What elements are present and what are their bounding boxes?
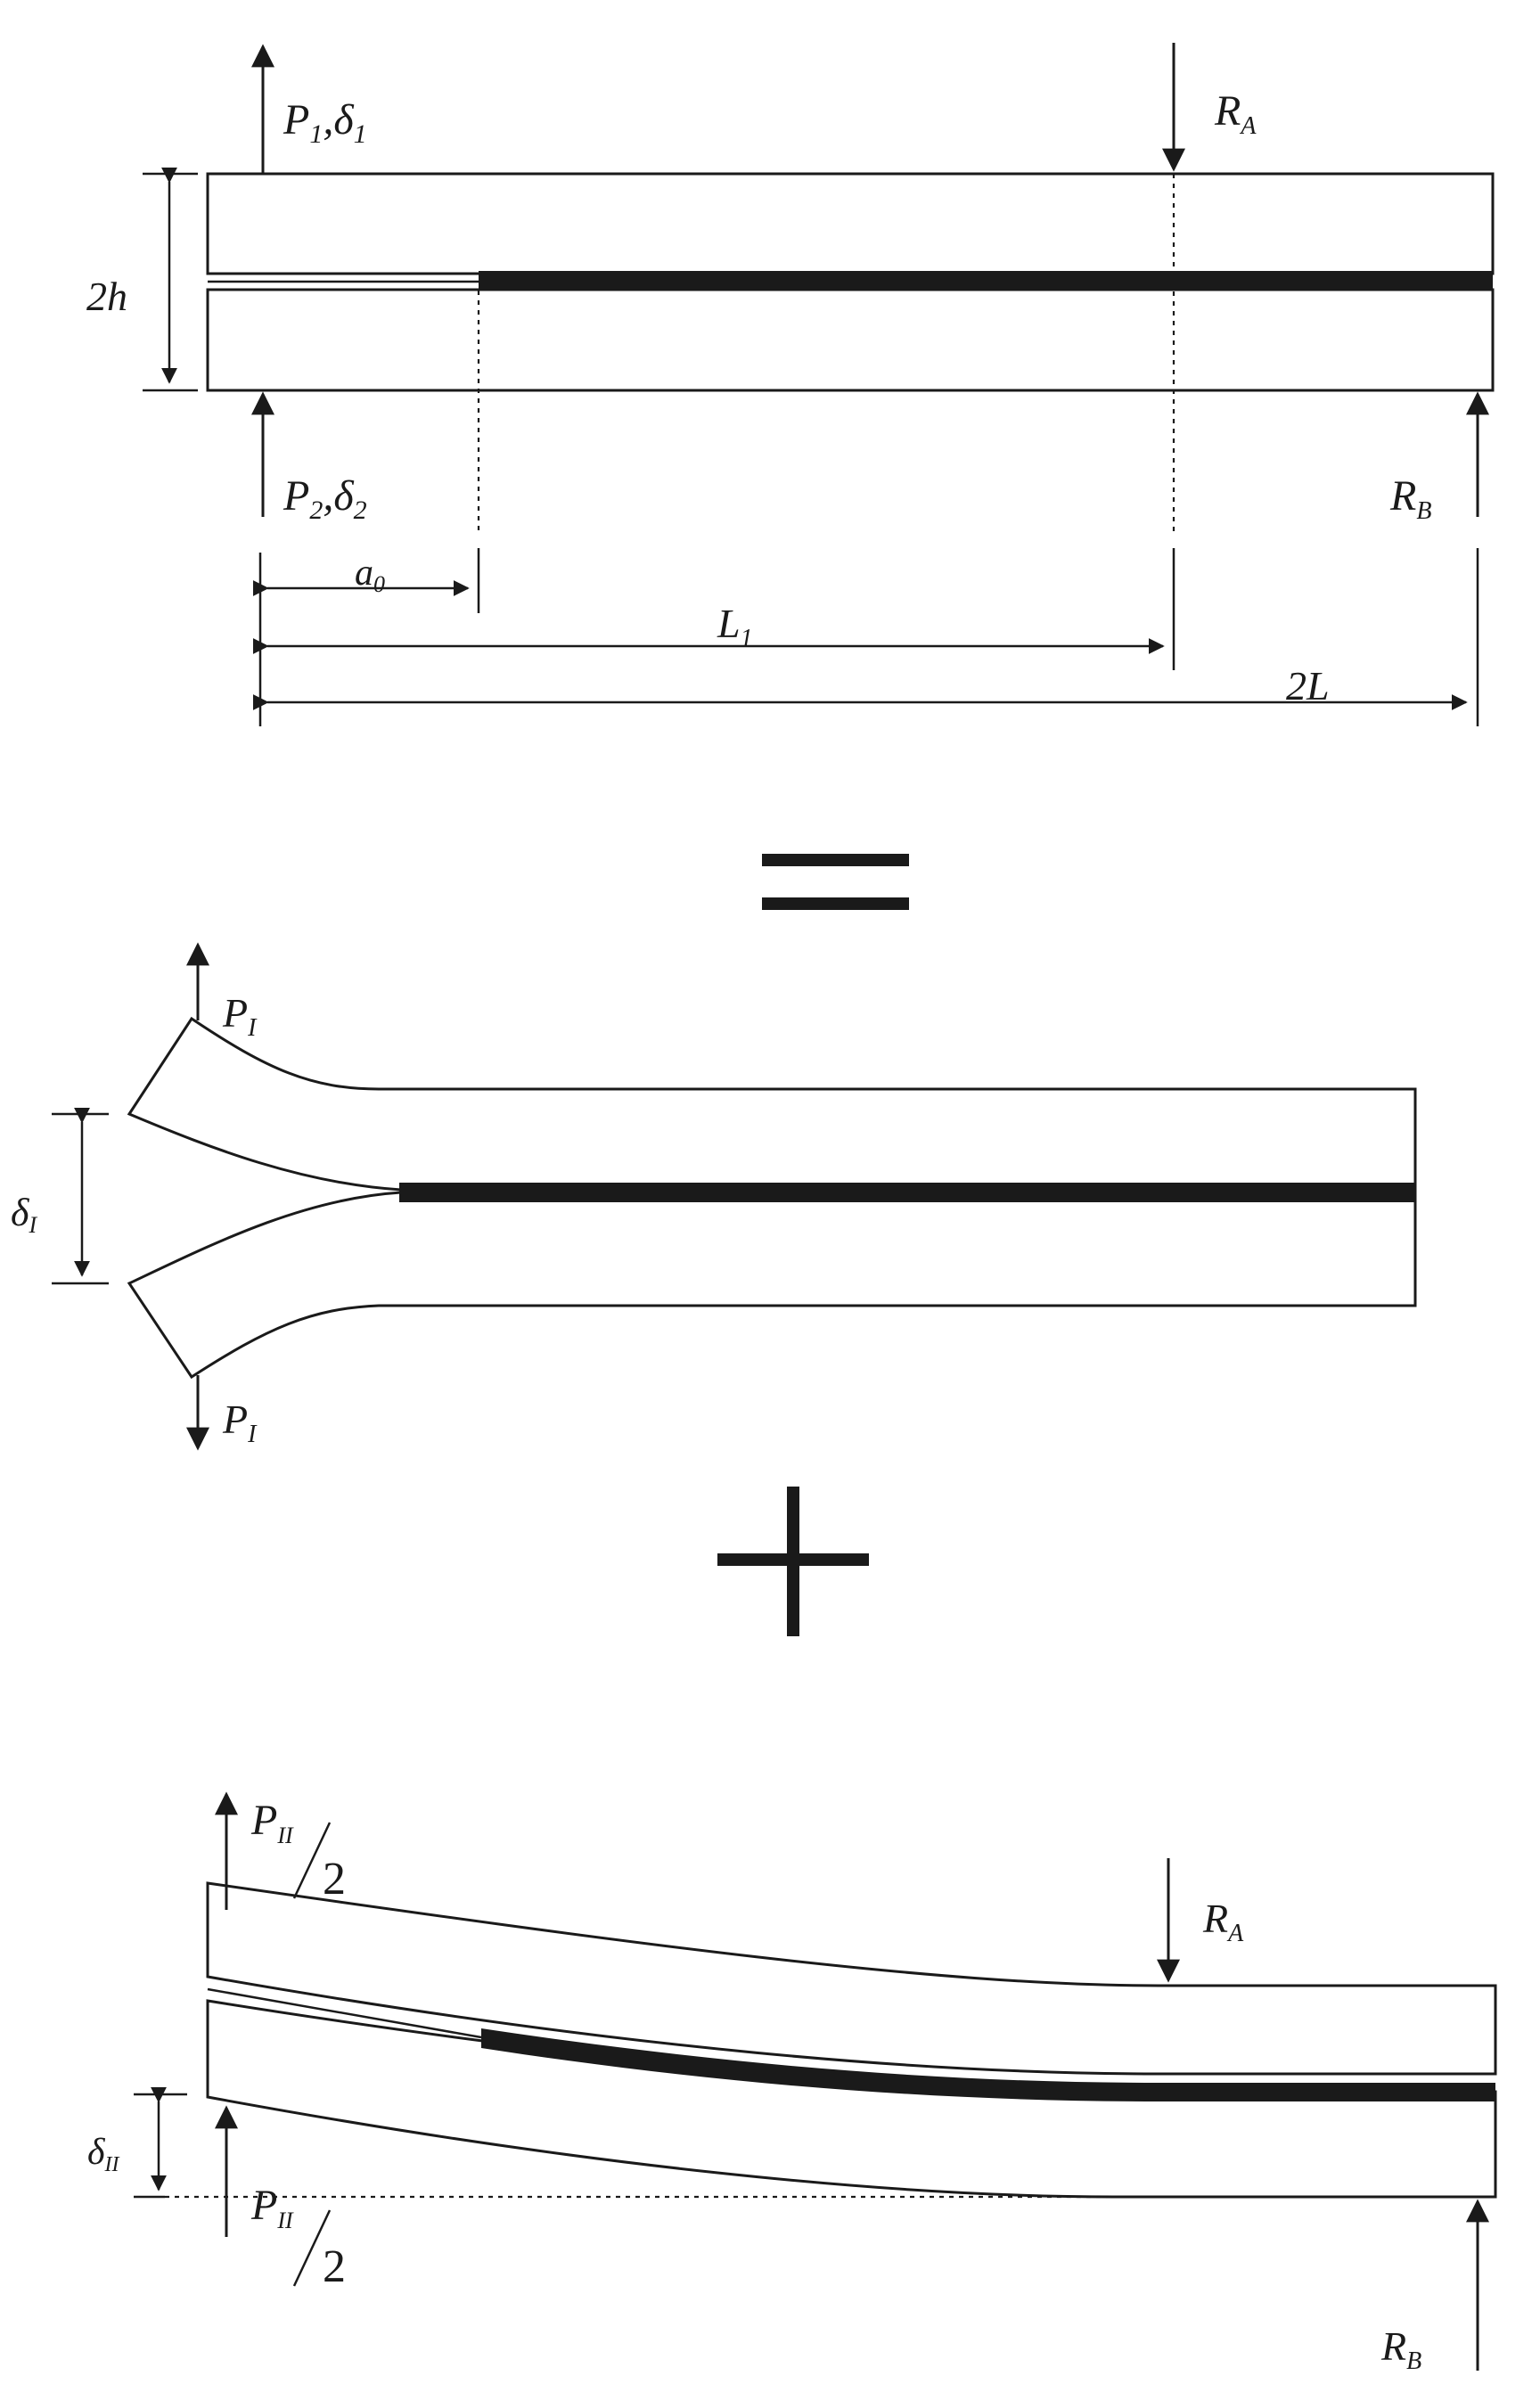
svg-text:PII: PII: [250, 2182, 294, 2233]
mode-ii-reaction-ra-label: RA: [1202, 1896, 1244, 1947]
plus-sign: +: [717, 1487, 869, 1636]
svg-text:2: 2: [323, 1854, 346, 1905]
specimen-panel: 2h P1,δ1 P2,δ2 RA RB a0: [86, 43, 1495, 726]
mode-i-panel: PI PI δI: [11, 942, 1417, 1451]
mode-ii-panel: PII 2 RA PII 2 RB δII: [87, 1791, 1497, 2375]
mode-ii-force-bottom-label: PII 2: [250, 2182, 346, 2292]
reaction-rb-label: RB: [1389, 472, 1431, 525]
mode-i-bonded-region: [399, 1183, 1415, 1202]
upper-arm: [206, 172, 1495, 275]
bonded-region: [479, 271, 1493, 291]
mode-i-upper-arm: [127, 1016, 1417, 1192]
mode-i-lower-arm: [127, 1191, 1417, 1380]
force-p1-label: P1,δ1: [283, 96, 367, 149]
mode-i-force-bottom-label: PI: [222, 1397, 258, 1448]
mode-ii-crack-line: [207, 1987, 482, 2039]
mode-ii-bonded-region: [481, 2028, 1495, 2101]
reaction-ra-label: RA: [1214, 87, 1257, 140]
lower-arm: [206, 288, 1495, 392]
mode-i-force-top-label: PI: [222, 990, 258, 1042]
mode-ii-upper-arm: [206, 1881, 1497, 2076]
thickness-label: 2h: [86, 274, 127, 319]
force-p2-label: P2,δ2: [283, 472, 367, 525]
mode-ii-reaction-rb-label: RB: [1380, 2323, 1421, 2375]
svg-text:2: 2: [323, 2241, 346, 2292]
mode-i-opening-label: δI: [11, 1191, 37, 1238]
dim-2l-label: 2L: [1286, 663, 1330, 709]
svg-text:PII: PII: [250, 1797, 294, 1848]
equals-sign: =: [762, 854, 909, 910]
dim-l1-label: L1: [717, 601, 753, 652]
dim-a0-label: a0: [355, 553, 385, 597]
mode-ii-deflection-label: δII: [87, 2132, 120, 2176]
mode-ii-force-top-label: PII 2: [250, 1797, 346, 1905]
